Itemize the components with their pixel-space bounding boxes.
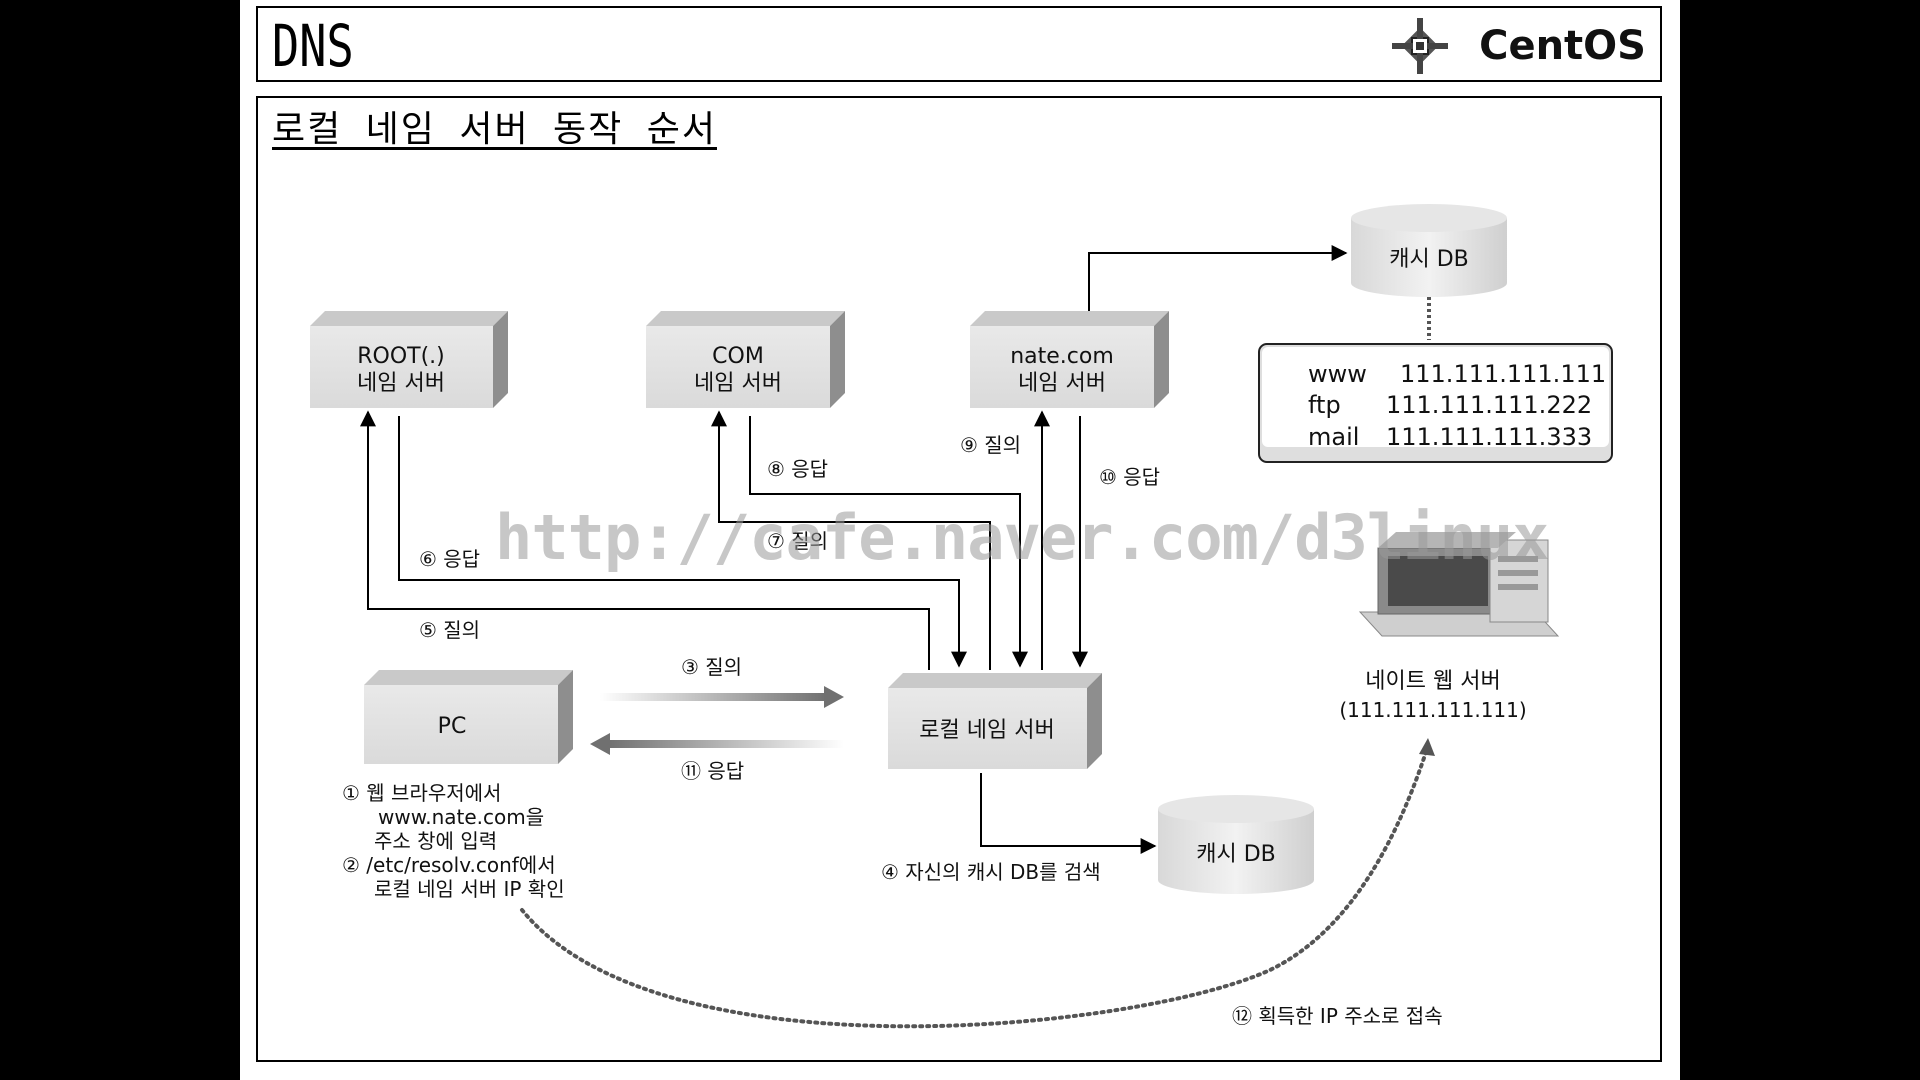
step-7-label: ⑦ 질의 bbox=[767, 529, 828, 553]
slide: DNS CentOS 로컬 네임 서버 동작 순서 bbox=[240, 0, 1680, 1080]
step-2-line-2: 로컬 네임 서버 IP 확인 bbox=[374, 877, 565, 901]
arrow-response-11 bbox=[590, 733, 844, 755]
web-server-label: 네이트 웹 서버 bbox=[1365, 669, 1500, 694]
pc-label: PC bbox=[438, 714, 467, 739]
step-1-line-3: 주소 창에 입력 bbox=[374, 829, 497, 853]
root-server-label-1: ROOT(.) bbox=[357, 344, 445, 369]
step-1-line-2: www.nate.com을 bbox=[378, 805, 544, 829]
record-mail-name: mail bbox=[1308, 423, 1359, 451]
step-11-label: ⑪ 응답 bbox=[681, 759, 744, 783]
arrow-response-8 bbox=[749, 416, 1028, 668]
step-2-line-1: ② /etc/resolv.conf에서 bbox=[342, 853, 556, 877]
com-name-server-box: COM 네임 서버 bbox=[646, 311, 845, 408]
step-4-label: ④ 자신의 캐시 DB를 검색 bbox=[881, 860, 1101, 884]
record-mail-ip: 111.111.111.333 bbox=[1386, 423, 1592, 451]
root-name-server-box: ROOT(.) 네임 서버 bbox=[310, 311, 508, 408]
web-server-computer-icon bbox=[1358, 532, 1560, 637]
step-8-label: ⑧ 응답 bbox=[767, 457, 828, 481]
arrow-connect-12 bbox=[520, 750, 1428, 1029]
record-ftp-ip: 111.111.111.222 bbox=[1386, 391, 1592, 419]
com-server-label-2: 네임 서버 bbox=[694, 371, 782, 396]
web-server-ip: (111.111.111.111) bbox=[1339, 698, 1526, 722]
record-ftp-name: ftp bbox=[1308, 391, 1341, 419]
nate-server-label-2: 네임 서버 bbox=[1018, 371, 1106, 396]
dns-diagram: ROOT(.) 네임 서버 COM 네임 서버 nate.com 네임 서버 P… bbox=[310, 204, 1613, 1029]
local-name-server-box: 로컬 네임 서버 bbox=[888, 673, 1102, 769]
com-server-label-1: COM bbox=[712, 344, 764, 369]
record-www-ip: 111.111.111.111 bbox=[1400, 360, 1606, 388]
nate-server-label-1: nate.com bbox=[1010, 344, 1114, 369]
title-bar: DNS CentOS bbox=[256, 6, 1662, 82]
step-9-label: ⑨ 질의 bbox=[960, 433, 1021, 457]
arrow-query-3 bbox=[600, 686, 844, 708]
watermark-url: http://cafe.naver.com/d3linux bbox=[495, 501, 1549, 574]
step-5-label: ⑤ 질의 bbox=[419, 618, 480, 642]
step-10-label: ⑩ 응답 bbox=[1099, 465, 1160, 489]
page-title: DNS bbox=[272, 12, 354, 80]
step-3-label: ③ 질의 bbox=[681, 655, 742, 679]
dns-records-panel: www 111.111.111.111 ftp 111.111.111.222 … bbox=[1258, 343, 1613, 463]
arrow-response-6 bbox=[398, 416, 967, 668]
cache-db-top-label: 캐시 DB bbox=[1389, 247, 1469, 272]
record-www-name: www bbox=[1308, 360, 1367, 388]
centos-logo-text: CentOS bbox=[1479, 23, 1646, 69]
arrow-nate-to-cache bbox=[1088, 245, 1348, 311]
centos-logo-icon bbox=[1392, 18, 1448, 74]
local-server-label: 로컬 네임 서버 bbox=[919, 718, 1054, 743]
centos-logo: CentOS bbox=[1390, 16, 1650, 76]
root-server-label-2: 네임 서버 bbox=[357, 371, 445, 396]
pc-box: PC bbox=[364, 670, 573, 764]
arrow-local-to-cache bbox=[980, 773, 1157, 854]
section-title: 로컬 네임 서버 동작 순서 bbox=[272, 109, 717, 150]
cache-db-bottom-label: 캐시 DB bbox=[1196, 842, 1276, 867]
step-12-label: ⑫ 획득한 IP 주소로 접속 bbox=[1232, 1004, 1443, 1028]
step-1-line-1: ① 웹 브라우저에서 bbox=[342, 781, 501, 805]
arrow-query-5 bbox=[360, 410, 930, 670]
arrow-query-7 bbox=[711, 410, 991, 670]
cache-db-bottom: 캐시 DB bbox=[1158, 795, 1314, 894]
cache-db-top: 캐시 DB bbox=[1351, 204, 1507, 297]
step-6-label: ⑥ 응답 bbox=[419, 547, 480, 571]
nate-name-server-box: nate.com 네임 서버 bbox=[970, 311, 1169, 408]
